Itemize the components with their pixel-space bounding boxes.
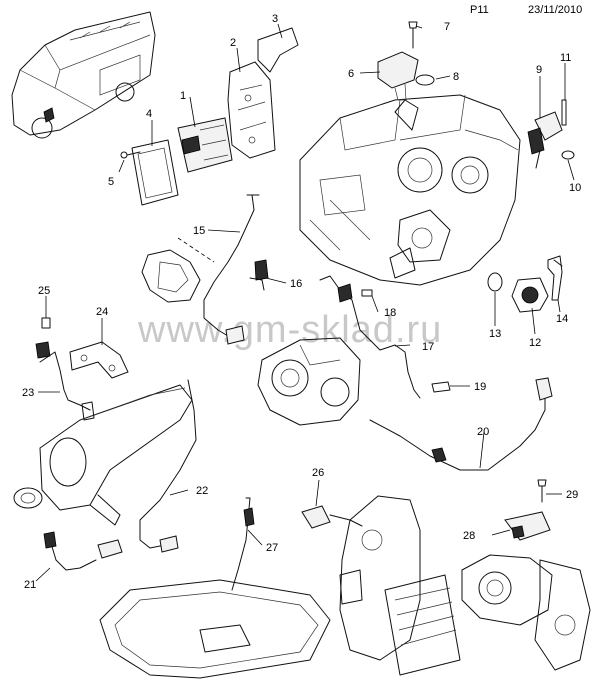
oil-filter-housing	[339, 495, 461, 676]
callout-29: 29	[566, 489, 578, 501]
turbocharger	[257, 275, 451, 426]
particulate-filter	[13, 341, 197, 571]
ecu-assembly	[120, 27, 299, 206]
callout-5: 5	[108, 176, 114, 188]
callout-7: 7	[444, 21, 450, 33]
callout-13: 13	[489, 328, 501, 340]
dipstick-27	[231, 497, 255, 591]
leader-lines	[35, 23, 575, 582]
temperature-sensor-group	[487, 255, 563, 313]
engine-block	[299, 94, 521, 286]
callout-28: 28	[463, 530, 475, 542]
callout-21: 21	[24, 579, 36, 591]
callout-22: 22	[196, 485, 208, 497]
callout-4: 4	[146, 108, 152, 120]
van-illustration	[11, 11, 156, 139]
callout-labels: 1 2 3 4 5 6 7 8 9 10 11 12 13 14 15 16 1…	[22, 13, 581, 591]
callout-8: 8	[453, 71, 459, 83]
callout-27: 27	[266, 542, 278, 554]
callout-6: 6	[348, 68, 354, 80]
callout-17: 17	[422, 341, 434, 353]
callout-3: 3	[272, 13, 278, 25]
egr-valve	[461, 479, 591, 671]
callout-12: 12	[529, 337, 541, 349]
diagram-date: 23/11/2010	[528, 4, 583, 16]
callout-2: 2	[230, 37, 236, 49]
callout-18: 18	[384, 307, 396, 319]
sensor-15-harness	[141, 194, 269, 345]
callout-10: 10	[569, 182, 581, 194]
cam-sensor-group	[527, 99, 575, 169]
callout-11: 11	[560, 52, 571, 64]
page-code: P11	[470, 4, 489, 16]
bracket-24	[41, 317, 129, 379]
oil-pan	[99, 579, 331, 679]
callout-23: 23	[22, 387, 34, 399]
callout-19: 19	[474, 381, 486, 393]
map-sensor-group	[377, 21, 435, 101]
callout-24: 24	[96, 306, 108, 318]
callout-9: 9	[536, 64, 542, 76]
callout-16: 16	[290, 278, 302, 290]
callout-1: 1	[180, 90, 186, 102]
sensor-20-harness	[369, 377, 553, 471]
callout-14: 14	[556, 313, 568, 325]
callout-25: 25	[38, 285, 50, 297]
callout-20: 20	[477, 426, 489, 438]
watermark-text: www.gm-sklad.ru	[137, 309, 442, 351]
callout-26: 26	[312, 467, 324, 479]
callout-15: 15	[193, 225, 205, 237]
